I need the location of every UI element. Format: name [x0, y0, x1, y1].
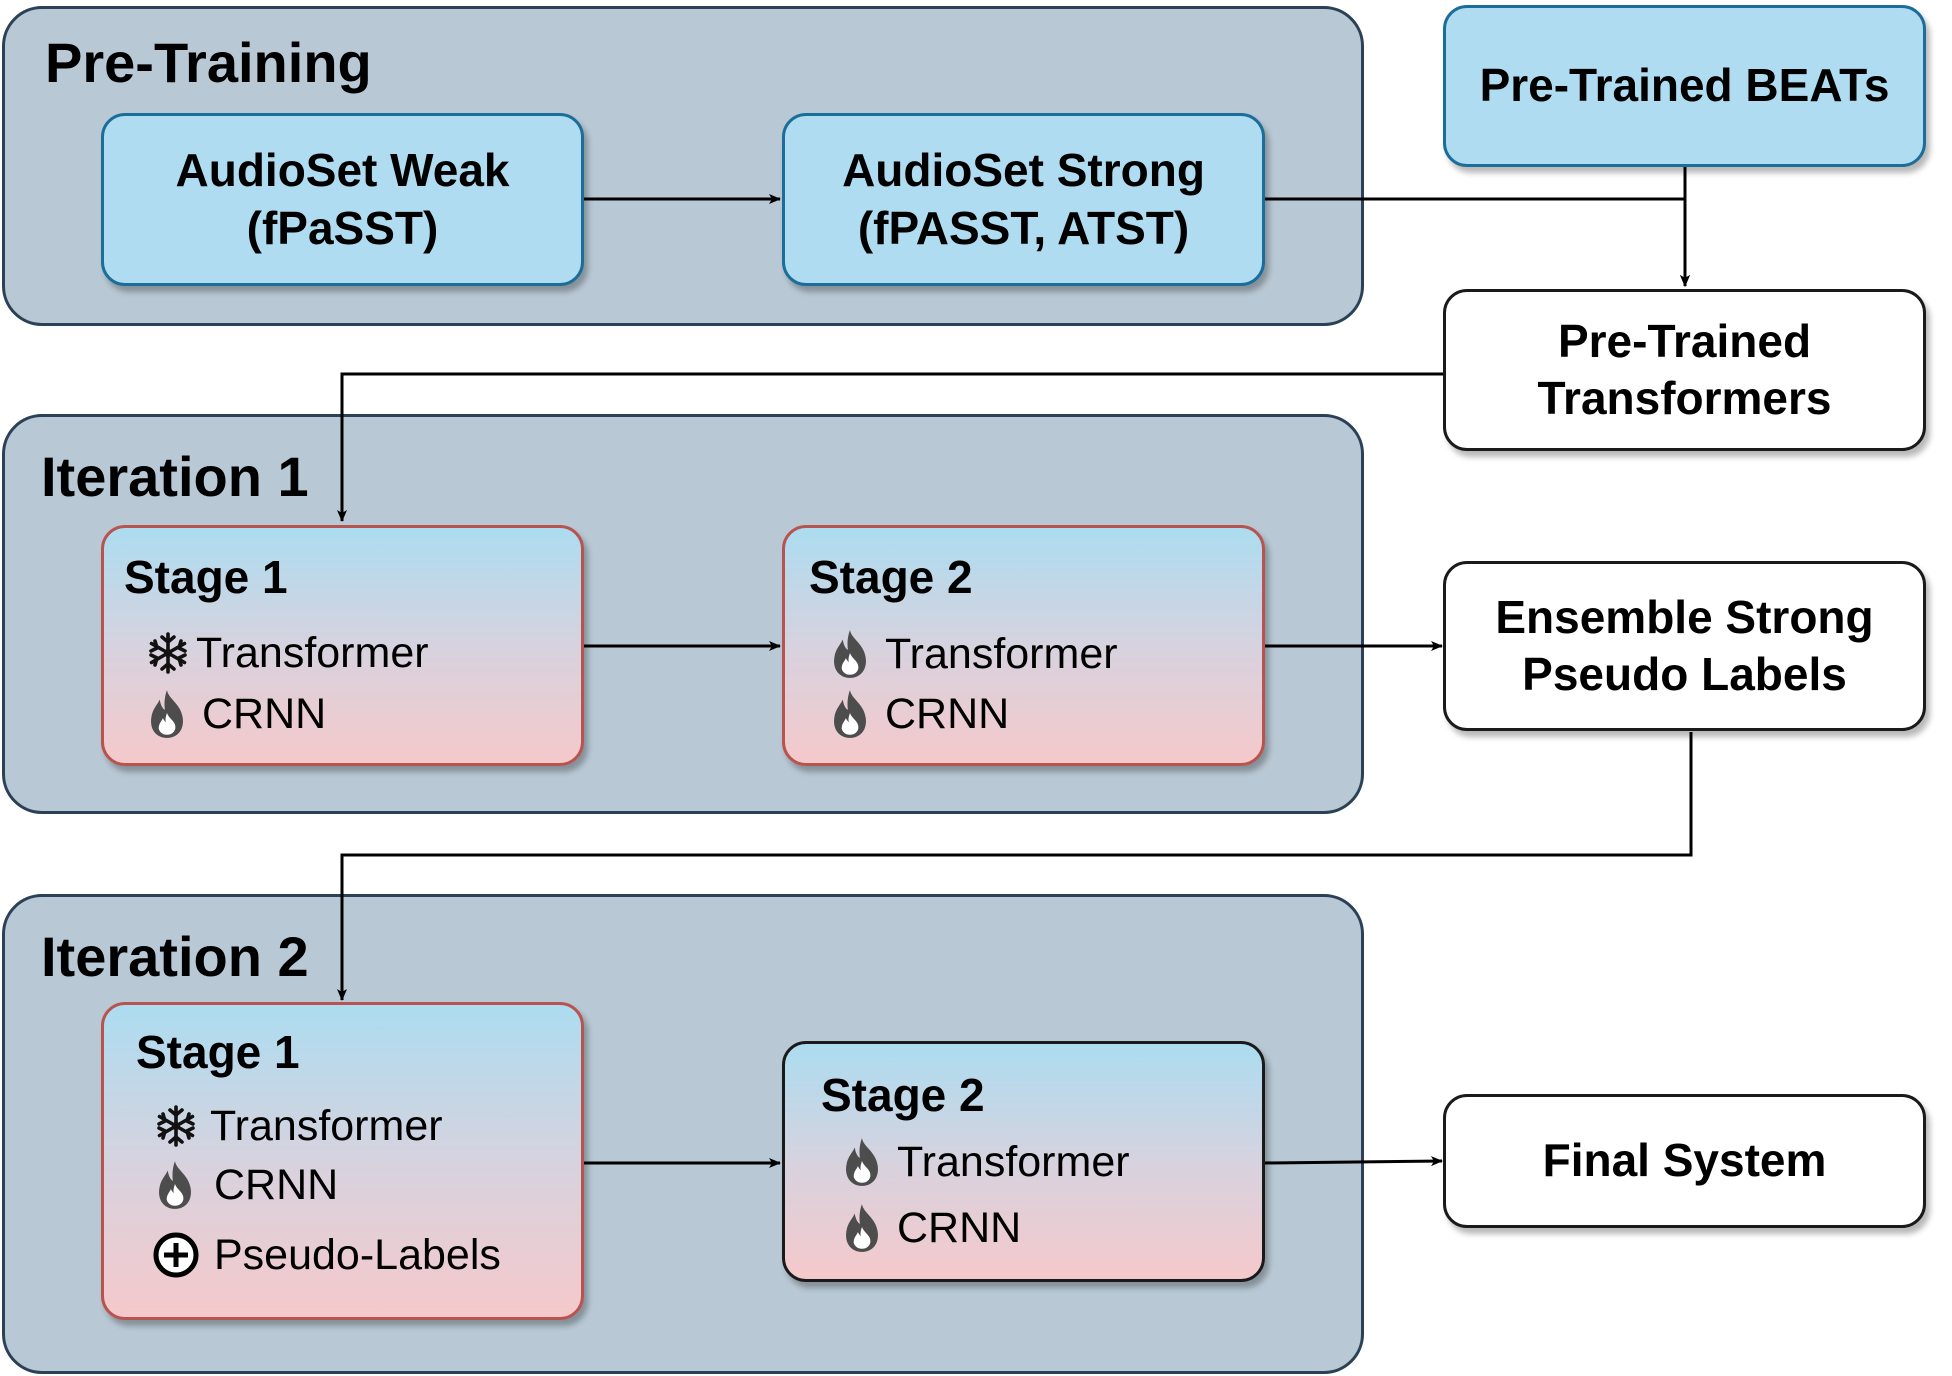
- audioset-weak-box: AudioSet Weak (fPaSST): [101, 113, 584, 286]
- ensemble-labels-box: Ensemble Strong Pseudo Labels: [1443, 561, 1926, 731]
- iteration1-stage2-title: Stage 2: [809, 551, 973, 603]
- iteration1-stage1-row-transformer: Transformer: [146, 626, 429, 680]
- iteration2-stage1-box: Stage 1 Transformer CRNN Pseudo-Labels: [101, 1002, 584, 1320]
- arrow-it2-stage2-to-final: [1264, 1156, 1443, 1167]
- iteration2-stage1-row-label: Transformer: [210, 1101, 443, 1150]
- flame-icon: [841, 1202, 883, 1254]
- iteration1-stage1-row-label: Transformer: [196, 628, 429, 677]
- pretrained-beats-label: Pre-Trained BEATs: [1479, 59, 1890, 112]
- audioset-weak-line1: AudioSet Weak: [175, 144, 510, 197]
- iteration1-stage1-title: Stage 1: [124, 551, 288, 603]
- iteration1-stage1-box: Stage 1 Transformer CRNN: [101, 525, 584, 766]
- flame-icon: [829, 688, 871, 740]
- flame-icon: [154, 1159, 196, 1211]
- iteration2-stage2-box: Stage 2 Transformer CRNN: [782, 1041, 1265, 1282]
- final-system-label: Final System: [1542, 1134, 1827, 1187]
- pretrained-transformers-line2: Transformers: [1537, 372, 1832, 424]
- iteration2-stage1-row-label: Pseudo-Labels: [214, 1230, 501, 1279]
- final-system-box: Final System: [1443, 1094, 1926, 1228]
- pretrained-transformers-box: Pre-Trained Transformers: [1443, 289, 1926, 451]
- arrow-ensemble-to-it2: [337, 732, 1693, 1001]
- flame-icon: [841, 1136, 883, 1188]
- iteration2-stage1-title: Stage 1: [136, 1026, 300, 1078]
- flame-icon: [829, 628, 871, 680]
- pretrained-transformers-line1: Pre-Trained: [1557, 314, 1812, 367]
- circle-plus-icon: [152, 1231, 200, 1279]
- iteration2-stage1-row-label: CRNN: [214, 1160, 339, 1209]
- iteration2-stage2-row-crnn: CRNN: [841, 1198, 1021, 1258]
- iteration1-stage2-row-crnn: CRNN: [829, 684, 1009, 744]
- snowflake-icon: [154, 1104, 198, 1148]
- iteration2-title: Iteration 2: [41, 925, 309, 988]
- ensemble-labels-line2: Pseudo Labels: [1522, 648, 1847, 700]
- pretrained-beats-box: Pre-Trained BEATs: [1443, 5, 1926, 167]
- arrow-strong-to-transformers: [1265, 197, 1690, 287]
- iteration1-stage1-row-crnn: CRNN: [146, 684, 326, 744]
- iteration1-stage1-row-label: CRNN: [202, 689, 327, 738]
- iteration1-stage2-row-label: Transformer: [885, 629, 1118, 678]
- arrow-transformers-to-it1: [337, 372, 1443, 522]
- iteration2-stage1-row-pseudo: Pseudo-Labels: [152, 1223, 501, 1287]
- iteration2-stage2-row-label: Transformer: [897, 1137, 1130, 1186]
- audioset-strong-box: AudioSet Strong (fPASST, ATST): [782, 113, 1265, 286]
- iteration1-title: Iteration 1: [41, 445, 309, 508]
- audioset-strong-line1: AudioSet Strong: [842, 144, 1205, 197]
- snowflake-icon: [146, 631, 190, 675]
- iteration2-stage2-row-label: CRNN: [897, 1203, 1022, 1252]
- iteration2-stage1-row-transformer: Transformer: [154, 1099, 443, 1153]
- iteration1-stage2-box: Stage 2 Transformer CRNN: [782, 525, 1265, 766]
- pretraining-title: Pre-Training: [45, 31, 372, 94]
- iteration2-stage2-title: Stage 2: [821, 1069, 985, 1121]
- iteration2-stage2-row-transformer: Transformer: [841, 1132, 1130, 1192]
- flame-icon: [146, 688, 188, 740]
- ensemble-labels-line1: Ensemble Strong: [1495, 590, 1874, 643]
- audioset-strong-line2: (fPASST, ATST): [857, 201, 1190, 254]
- iteration1-stage2-row-transformer: Transformer: [829, 624, 1118, 684]
- audioset-weak-line2: (fPaSST): [246, 201, 439, 254]
- iteration1-stage2-row-label: CRNN: [885, 689, 1010, 738]
- iteration2-stage1-row-crnn: CRNN: [154, 1155, 338, 1215]
